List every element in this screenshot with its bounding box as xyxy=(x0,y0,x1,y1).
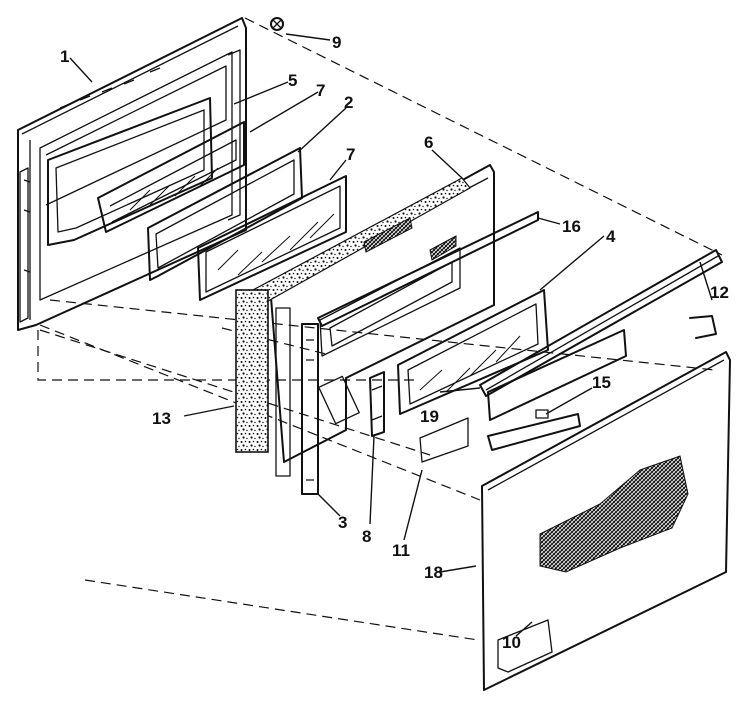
callout-10: 10 xyxy=(502,633,521,652)
callout-5: 5 xyxy=(288,71,297,90)
window-glass xyxy=(397,289,549,415)
handle-trim xyxy=(479,249,723,397)
callout-15: 15 xyxy=(592,373,611,392)
callout-11: 11 xyxy=(392,541,410,560)
callout-3: 3 xyxy=(338,513,347,532)
outer-door-panel xyxy=(481,351,731,691)
callout-13: 13 xyxy=(152,409,171,428)
callout-1: 1 xyxy=(60,47,69,66)
outer-door-frame xyxy=(17,17,247,331)
inner-glass-frame xyxy=(97,121,245,233)
callout-9: 9 xyxy=(332,33,341,52)
leader-lines xyxy=(69,33,713,637)
callout-19: 19 xyxy=(420,407,439,426)
callout-16: 16 xyxy=(562,217,581,236)
screw xyxy=(270,17,284,31)
vent-baffle xyxy=(317,211,539,327)
callout-7b: 7 xyxy=(346,145,355,164)
callout-8: 8 xyxy=(362,527,371,546)
callout-12: 12 xyxy=(710,283,729,302)
glass-retainer-frame xyxy=(147,147,303,281)
side-trim-strips xyxy=(275,307,319,495)
vent-channel xyxy=(487,329,627,451)
callout-labels: 1 2 3 4 5 6 7 7 8 9 10 11 12 13 15 16 18… xyxy=(60,33,729,652)
air-deflector xyxy=(419,417,469,463)
callout-2: 2 xyxy=(344,93,353,112)
callout-4: 4 xyxy=(606,227,616,246)
glass-panel xyxy=(197,175,347,301)
door-liner xyxy=(269,164,495,463)
callout-18: 18 xyxy=(424,563,443,582)
callout-6: 6 xyxy=(424,133,433,152)
hinge-bracket xyxy=(369,371,385,437)
callout-7a: 7 xyxy=(316,81,325,100)
insulation-pad xyxy=(235,177,471,453)
